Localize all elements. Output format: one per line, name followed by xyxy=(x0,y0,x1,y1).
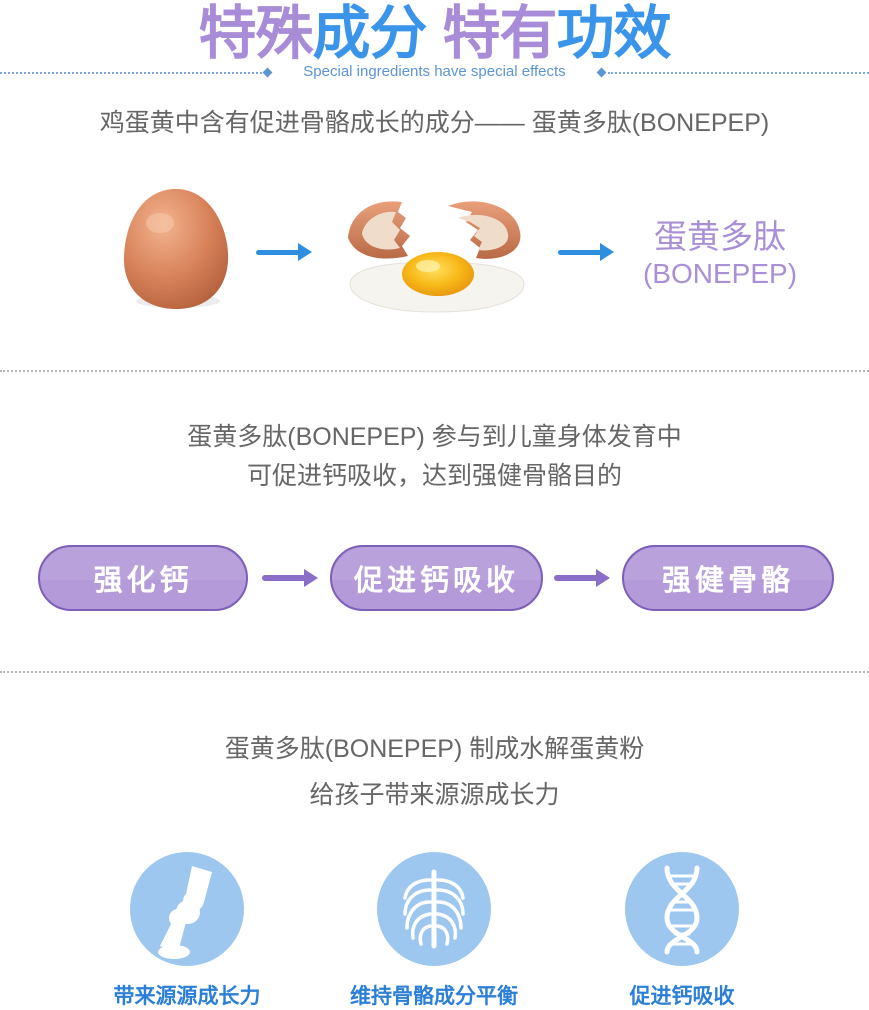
benefit-circle xyxy=(377,852,491,966)
intro-text: 鸡蛋黄中含有促进骨骼成长的成分—— 蛋黄多肽(BONEPEP) xyxy=(99,109,770,137)
arrow-icon xyxy=(558,243,614,261)
arrow-icon xyxy=(256,243,312,261)
title-part-3: 特有 xyxy=(442,0,558,67)
section-divider xyxy=(0,370,869,372)
joint-bone-icon xyxy=(158,866,212,959)
benefit-label: 促进钙吸收 xyxy=(629,984,735,1008)
title-part-4: 功效 xyxy=(556,0,672,67)
egg-image xyxy=(124,189,229,309)
benefit-circle xyxy=(130,852,244,966)
pill-strong-bones: 强健骨骼 xyxy=(622,545,834,611)
benefit-circle xyxy=(625,852,739,966)
subtitle-dotted-line-right xyxy=(608,72,869,74)
subtitle-row: Special ingredients have special effects xyxy=(0,63,869,83)
pill-promote-absorption: 促进钙吸收 xyxy=(330,545,543,611)
page-title: 特殊成分特有功效 xyxy=(0,0,869,68)
section2-line2: 可促进钙吸收，达到强健骨骼目的 xyxy=(246,462,622,490)
product-code: (BONEPEP) xyxy=(642,258,798,289)
ribcage-icon xyxy=(403,869,465,949)
section3-line2: 给孩子带来源源成长力 xyxy=(309,781,560,809)
arrow-icon xyxy=(262,569,318,587)
dna-icon xyxy=(664,865,700,955)
title-part-1: 特殊 xyxy=(198,0,313,67)
title-part-2: 成分 xyxy=(312,0,427,67)
subtitle-dotted-line-left xyxy=(0,72,262,74)
section-divider xyxy=(0,671,869,673)
benefit-label: 维持骨骼成分平衡 xyxy=(350,984,518,1008)
section3-line1: 蛋黄多肽(BONEPEP) 制成水解蛋黄粉 xyxy=(224,735,645,763)
page-subtitle: Special ingredients have special effects xyxy=(303,63,566,80)
benefit-label: 带来源源成长力 xyxy=(113,984,261,1008)
cracked-egg-image xyxy=(348,201,525,313)
arrow-icon xyxy=(554,569,610,587)
section2-line1: 蛋黄多肽(BONEPEP) 参与到儿童身体发育中 xyxy=(187,423,682,451)
pill-strengthen-calcium: 强化钙 xyxy=(38,545,248,611)
product-name: 蛋黄多肽 xyxy=(654,218,786,255)
